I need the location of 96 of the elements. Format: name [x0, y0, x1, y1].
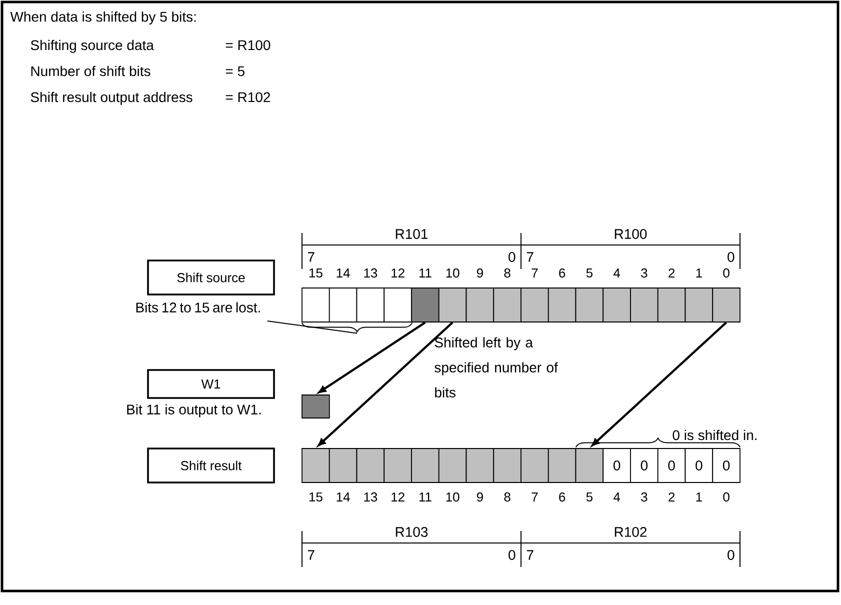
- bit-cell: [493, 288, 522, 322]
- bit-cell: [602, 288, 631, 322]
- field-value: = R100: [226, 40, 270, 50]
- bit-number: 7: [308, 550, 314, 560]
- bit-cell: 0: [630, 448, 658, 483]
- bit-number: 4: [614, 492, 620, 502]
- bit-number: 5: [586, 268, 592, 278]
- bit-number: 7: [532, 268, 538, 278]
- bit-number: 14: [336, 492, 350, 502]
- bit-number: 10: [446, 492, 460, 502]
- bit-cell: [520, 448, 549, 483]
- bit-number: 6: [559, 268, 566, 278]
- bit-number: 0: [728, 550, 734, 560]
- bit-number: 6: [559, 492, 566, 502]
- bit-cell: [712, 288, 740, 322]
- bit-number: 7: [532, 492, 538, 502]
- bit-number: 7: [308, 252, 314, 262]
- bit-number: 5: [586, 492, 592, 502]
- bit-number: 9: [476, 492, 483, 502]
- bit-number: 11: [419, 268, 432, 278]
- leader-line: [266, 320, 358, 334]
- register-name: R101: [396, 229, 428, 239]
- bit-cell: [302, 394, 330, 418]
- bit-cell: [548, 288, 576, 322]
- bit-cell: [302, 288, 330, 322]
- arrow: [592, 322, 728, 446]
- bit-cell: [575, 288, 604, 322]
- bit-cell: [411, 448, 440, 483]
- bit-number: 4: [614, 268, 620, 278]
- bit-number: 10: [446, 268, 460, 278]
- bit-cell: 0: [712, 448, 740, 483]
- bit-number: 12: [392, 268, 404, 278]
- bit-cell: [438, 288, 467, 322]
- bit-cell: [575, 448, 604, 483]
- field-value: = R102: [226, 92, 270, 102]
- bit-cell: [466, 448, 494, 483]
- bit-number: 9: [476, 268, 483, 278]
- bit-number: 8: [504, 492, 510, 502]
- bit-number: 0: [728, 252, 734, 262]
- field-name: Shifting source data: [30, 40, 154, 53]
- bit-cell: [302, 448, 330, 483]
- register-name: R102: [614, 527, 647, 537]
- bit-number: 12: [392, 492, 404, 502]
- register-name: R103: [396, 527, 428, 537]
- bit-cell: [657, 288, 686, 322]
- label-box: W1: [147, 369, 275, 399]
- bit-number: 0: [723, 492, 730, 502]
- bit-number: 0: [508, 252, 516, 262]
- bit-number: 0: [723, 268, 730, 278]
- bit-cell: [466, 288, 494, 322]
- bit-number: 3: [641, 492, 648, 502]
- bit-number: 2: [668, 492, 675, 502]
- bit-cell: [520, 288, 549, 322]
- bit-number: 13: [364, 492, 378, 502]
- bit-number: 13: [364, 268, 378, 278]
- bit-cell: [630, 288, 658, 322]
- bit-number: 7: [526, 550, 534, 560]
- bit-number: 15: [309, 268, 322, 278]
- bit-number: 11: [419, 492, 432, 502]
- node-label: Bit 11 is output to W1.: [127, 404, 261, 418]
- bit-cell: [356, 448, 385, 483]
- field-name: Number of shift bits: [31, 66, 150, 76]
- note: Shifted left by a specified number of bits: [434, 337, 558, 398]
- bit-cell: [328, 448, 358, 483]
- bit-cell: 0: [684, 448, 714, 483]
- bit-cell: 0: [602, 448, 631, 483]
- bit-number: 8: [504, 268, 510, 278]
- bit-number: 0: [508, 550, 516, 560]
- brace: [301, 322, 413, 332]
- bit-cell: [411, 288, 440, 322]
- bit-number: 3: [641, 268, 648, 278]
- bit-number: 7: [526, 252, 534, 262]
- bit-number: 15: [309, 492, 322, 502]
- bit-number: 14: [336, 268, 350, 278]
- bit-cell: [438, 448, 467, 483]
- bit-cell: [493, 448, 522, 483]
- label-box: Shift source: [147, 260, 275, 296]
- arrow: [318, 322, 454, 446]
- field-name: Shift result output address: [30, 92, 192, 105]
- bit-cell: [328, 288, 358, 322]
- bit-cell: [548, 448, 576, 483]
- bit-number: 2: [668, 268, 675, 278]
- label-box: Shift result: [147, 448, 275, 484]
- bit-cell: 0: [657, 448, 686, 483]
- bit-cell: [684, 288, 714, 322]
- register-name: R100: [614, 229, 647, 239]
- bit-number: 1: [696, 492, 702, 502]
- note: 0 is shifted in.: [672, 430, 756, 440]
- bit-number: 1: [696, 268, 702, 278]
- bit-cell: [384, 448, 412, 483]
- bit-cell: [384, 288, 412, 322]
- title: When data is shifted by 5 bits:: [10, 11, 196, 25]
- note: Bits 12 to 15 are lost.: [136, 302, 260, 312]
- bit-cell: [356, 288, 385, 322]
- arrow: [318, 322, 426, 394]
- field-value: = 5: [226, 66, 244, 76]
